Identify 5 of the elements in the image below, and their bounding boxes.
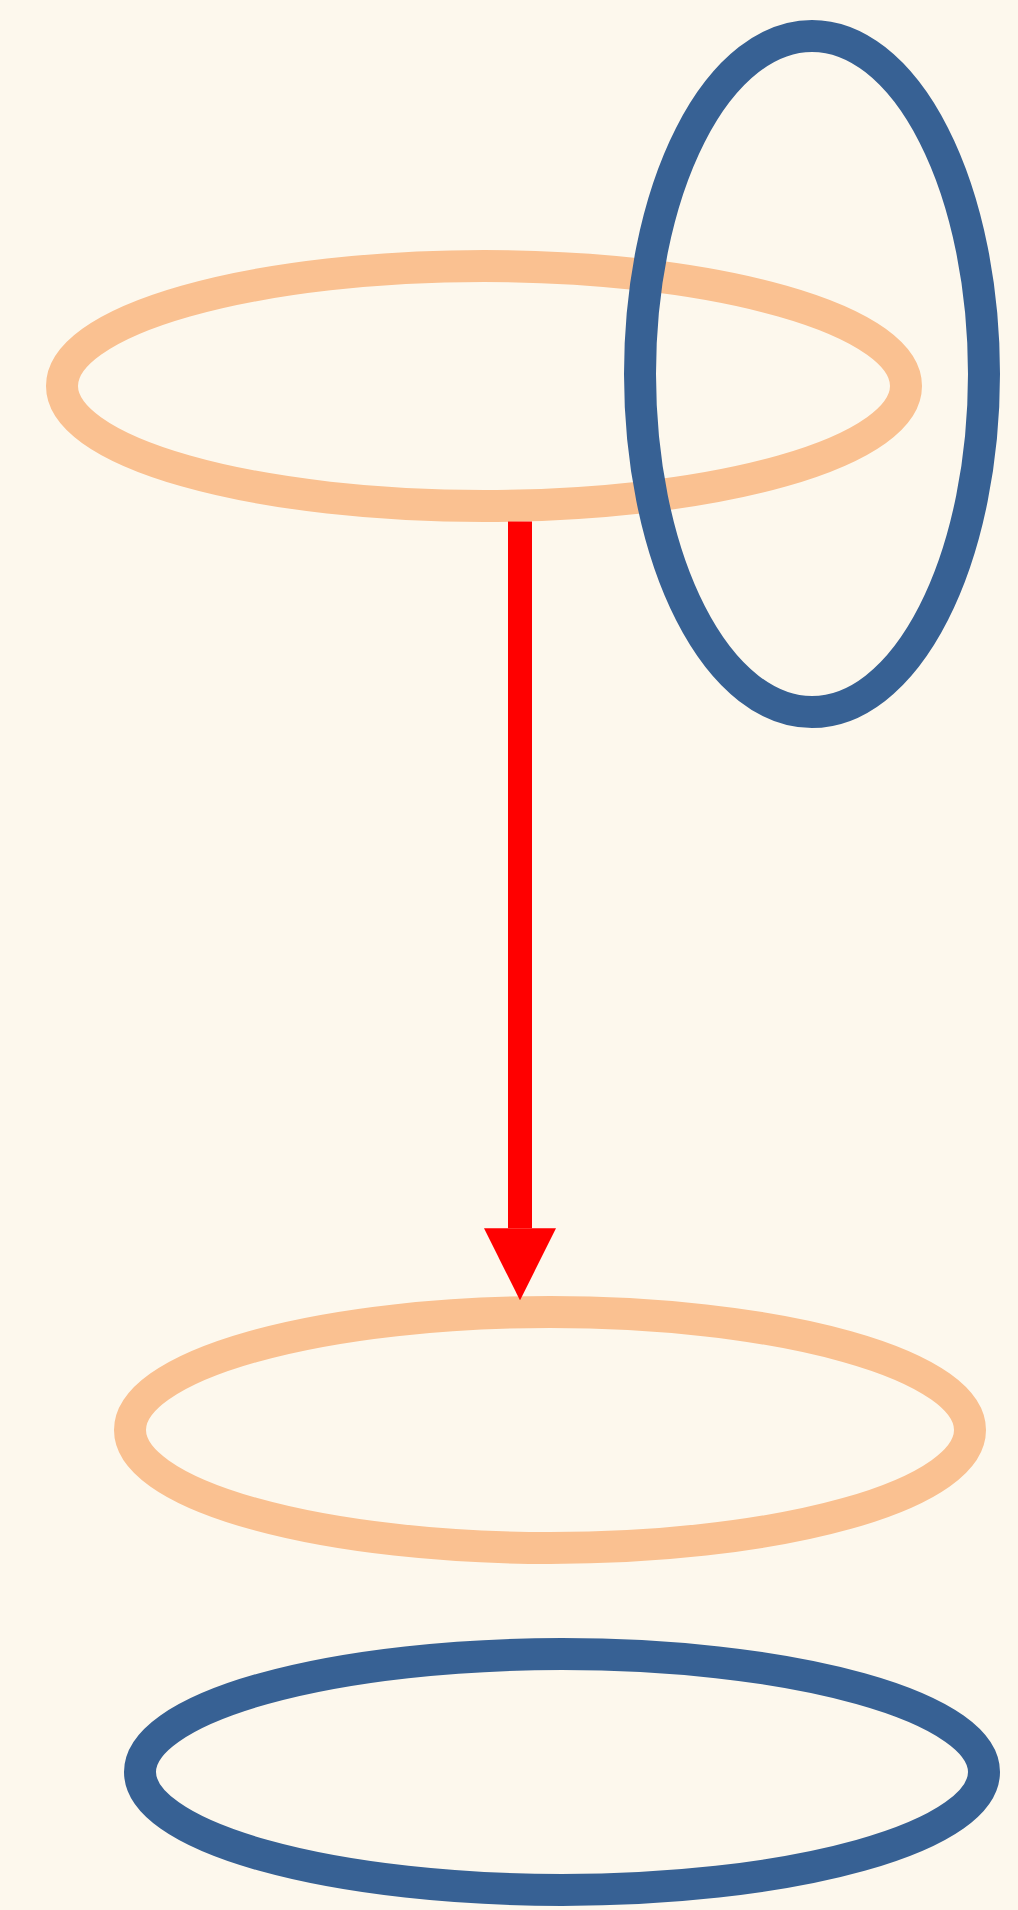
ellipse-ring <box>624 20 1000 728</box>
arrow <box>484 521 556 1301</box>
ellipse-ring <box>124 1638 1000 1906</box>
ellipse-ring <box>46 250 922 522</box>
ellipse-ring <box>114 1296 986 1564</box>
